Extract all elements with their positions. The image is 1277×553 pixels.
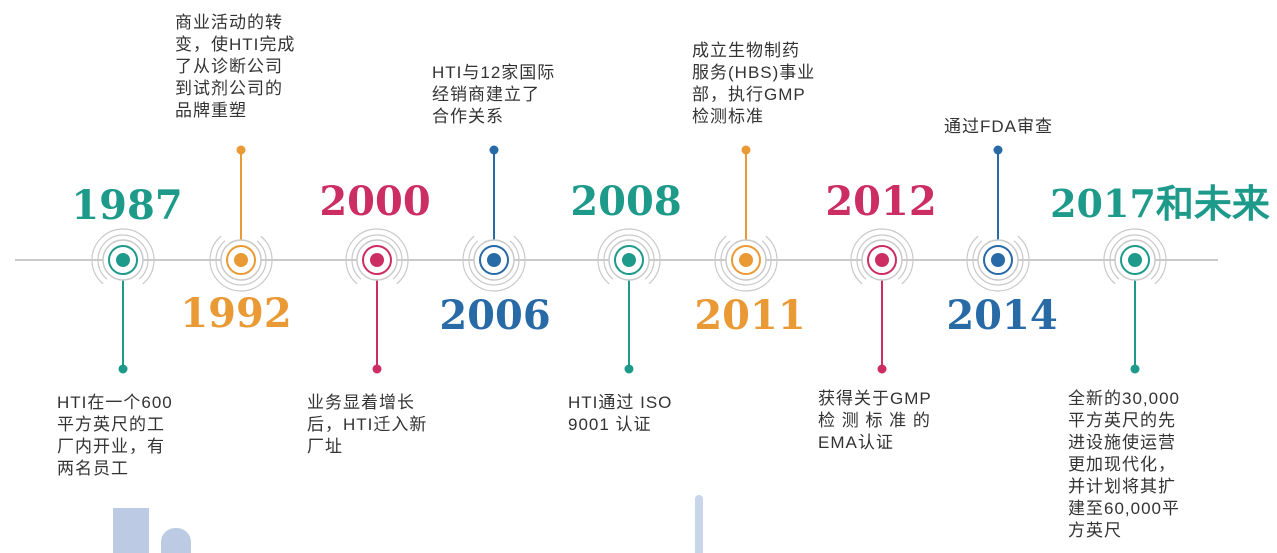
node-5-center-dot bbox=[622, 253, 636, 267]
year-label-2006: 2006 bbox=[439, 292, 551, 339]
year-label-2000: 2000 bbox=[319, 178, 431, 225]
milestone-text-1987: HTI在一个600 平方英尺的工 厂内开业，有 两名员工 bbox=[57, 393, 173, 478]
node-4-outer-ring bbox=[468, 240, 520, 286]
node-1-center-dot bbox=[116, 253, 130, 267]
node-8-outer-ring bbox=[972, 240, 1024, 286]
node-5-outer-ring bbox=[597, 228, 661, 285]
node-9-center-dot bbox=[1128, 253, 1142, 267]
milestone-text-2000: 业务显着增长 后，HTI迁入新 厂址 bbox=[307, 393, 428, 456]
node-3-outer-ring bbox=[345, 228, 409, 285]
node-7-outer-ring bbox=[850, 228, 914, 285]
node-3-connector-dot bbox=[372, 364, 382, 374]
milestone-text-2017-and-future: 全新的30,000 平方英尺的先 进设施使运营 更加现代化， 并计划将其扩 建至… bbox=[1068, 389, 1180, 540]
node-2-outer-ring bbox=[215, 240, 267, 286]
year-label-1987: 1987 bbox=[71, 182, 183, 229]
milestone-text-2008: HTI通过 ISO 9001 认证 bbox=[568, 393, 673, 434]
node-1-connector-dot bbox=[118, 364, 128, 374]
node-2-center-dot bbox=[234, 253, 248, 267]
node-7-outer-ring bbox=[856, 234, 908, 280]
node-6-center-dot bbox=[739, 253, 753, 267]
node-2-connector-dot bbox=[236, 145, 246, 155]
node-6-outer-ring bbox=[720, 240, 772, 286]
milestone-text-2006: HTI与12家国际 经销商建立了 合作关系 bbox=[432, 63, 556, 126]
node-4-center-dot bbox=[487, 253, 501, 267]
milestone-text-2014: 通过FDA审查 bbox=[944, 117, 1053, 136]
node-8-connector-dot bbox=[993, 145, 1003, 155]
node-9-outer-ring bbox=[1109, 234, 1161, 280]
node-1-outer-ring bbox=[97, 234, 149, 280]
year-label-2008: 2008 bbox=[570, 178, 682, 225]
year-label-2017-and-future: 2017和未来 bbox=[1050, 181, 1270, 226]
node-7-connector-dot bbox=[877, 364, 887, 374]
node-6-connector-dot bbox=[741, 145, 751, 155]
node-6-outer-ring bbox=[714, 235, 778, 292]
node-3-center-dot bbox=[370, 253, 384, 267]
node-4-outer-ring bbox=[462, 235, 526, 292]
building-silhouette bbox=[113, 508, 149, 553]
node-8-center-dot bbox=[991, 253, 1005, 267]
milestone-text-1992: 商业活动的转 变，使HTI完成 了从诊断公司 到试剂公司的 品牌重塑 bbox=[175, 13, 296, 120]
node-8-outer-ring bbox=[966, 235, 1030, 292]
year-label-2012: 2012 bbox=[825, 178, 937, 225]
node-9-outer-ring bbox=[1103, 228, 1167, 285]
node-9-connector-dot bbox=[1130, 364, 1140, 374]
node-1-outer-ring bbox=[91, 228, 155, 285]
milestone-text-2011: 成立生物制药 服务(HBS)事业 部，执行GMP 检测标准 bbox=[692, 41, 816, 126]
node-7-center-dot bbox=[875, 253, 889, 267]
node-2-outer-ring bbox=[209, 235, 273, 292]
node-4-connector-dot bbox=[489, 145, 499, 155]
node-3-outer-ring bbox=[351, 234, 403, 280]
year-label-2014: 2014 bbox=[946, 292, 1058, 339]
spire-silhouette bbox=[695, 495, 703, 553]
year-label-1992: 1992 bbox=[180, 290, 292, 337]
node-5-connector-dot bbox=[624, 364, 634, 374]
building-silhouette bbox=[161, 528, 191, 553]
year-label-2011: 2011 bbox=[694, 292, 806, 339]
node-5-outer-ring bbox=[603, 234, 655, 280]
milestone-text-2012: 获得关于GMP 检 测 标 准 的 EMA认证 bbox=[818, 389, 932, 452]
